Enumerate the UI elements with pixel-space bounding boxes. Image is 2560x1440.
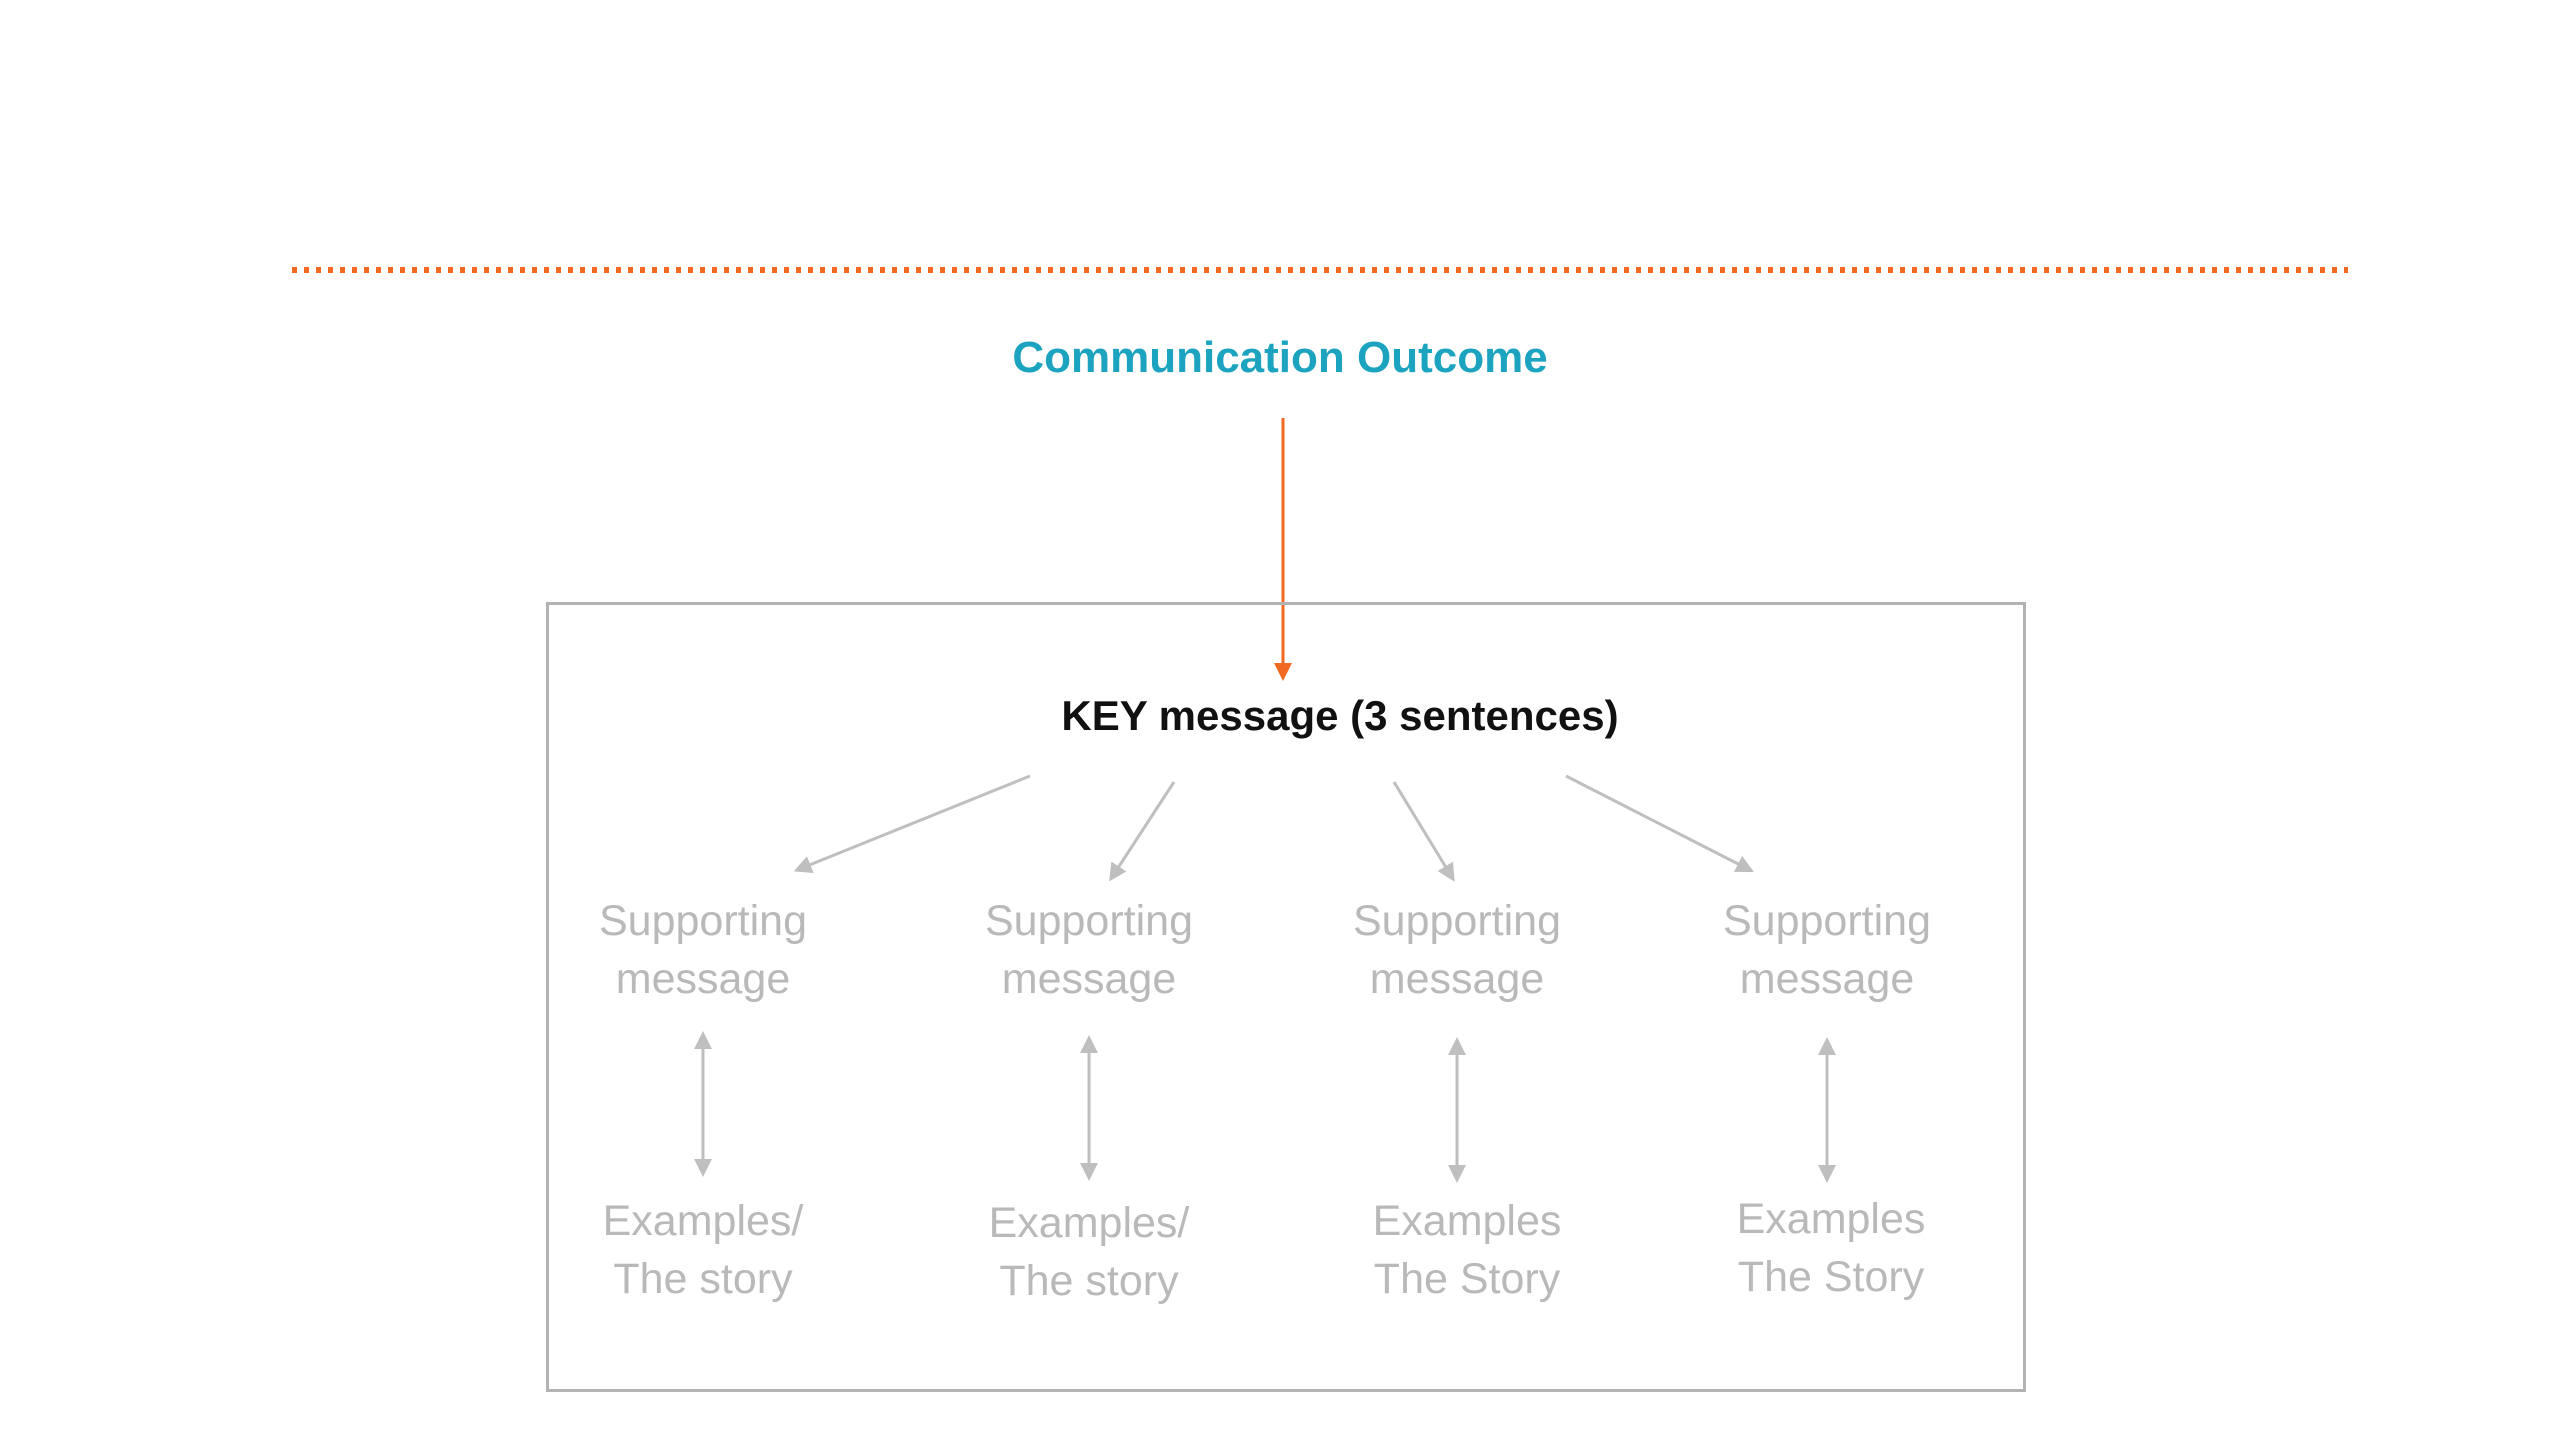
supporting-message-4-line-1: Supporting: [1723, 897, 1931, 945]
supporting-message-3: Supporting message: [1297, 892, 1617, 1008]
supporting-message-1-line-1: Supporting: [599, 897, 807, 945]
examples-3-line-1: Examples: [1372, 1197, 1562, 1245]
examples-4-line-2: The Story: [1737, 1253, 1925, 1301]
supporting-message-2-line-2: message: [1001, 955, 1177, 1003]
message-house-frame: [546, 602, 2026, 1392]
supporting-message-1-line-2: message: [615, 955, 791, 1003]
examples-2-line-2: The story: [999, 1257, 1179, 1305]
examples-1-line-1: Examples/: [602, 1197, 804, 1245]
examples-2-line-1: Examples/: [988, 1199, 1190, 1247]
examples-3: Examples The Story: [1307, 1192, 1627, 1308]
examples-2: Examples/ The story: [929, 1194, 1249, 1310]
communication-outcome-title: Communication Outcome: [1012, 333, 1548, 382]
key-message: KEY message (3 sentences): [1061, 692, 1619, 739]
examples-4-line-1: Examples: [1736, 1195, 1926, 1243]
supporting-message-4: Supporting message: [1667, 892, 1987, 1008]
supporting-message-4-line-2: message: [1739, 955, 1915, 1003]
supporting-message-1: Supporting message: [543, 892, 863, 1008]
supporting-message-3-line-1: Supporting: [1353, 897, 1561, 945]
supporting-message-2-line-1: Supporting: [985, 897, 1193, 945]
examples-3-line-2: The Story: [1373, 1255, 1561, 1303]
examples-1: Examples/ The story: [543, 1192, 863, 1308]
supporting-message-3-line-2: message: [1369, 955, 1545, 1003]
examples-1-line-2: The story: [613, 1255, 793, 1303]
supporting-message-2: Supporting message: [929, 892, 1249, 1008]
examples-4: Examples The Story: [1671, 1190, 1991, 1306]
